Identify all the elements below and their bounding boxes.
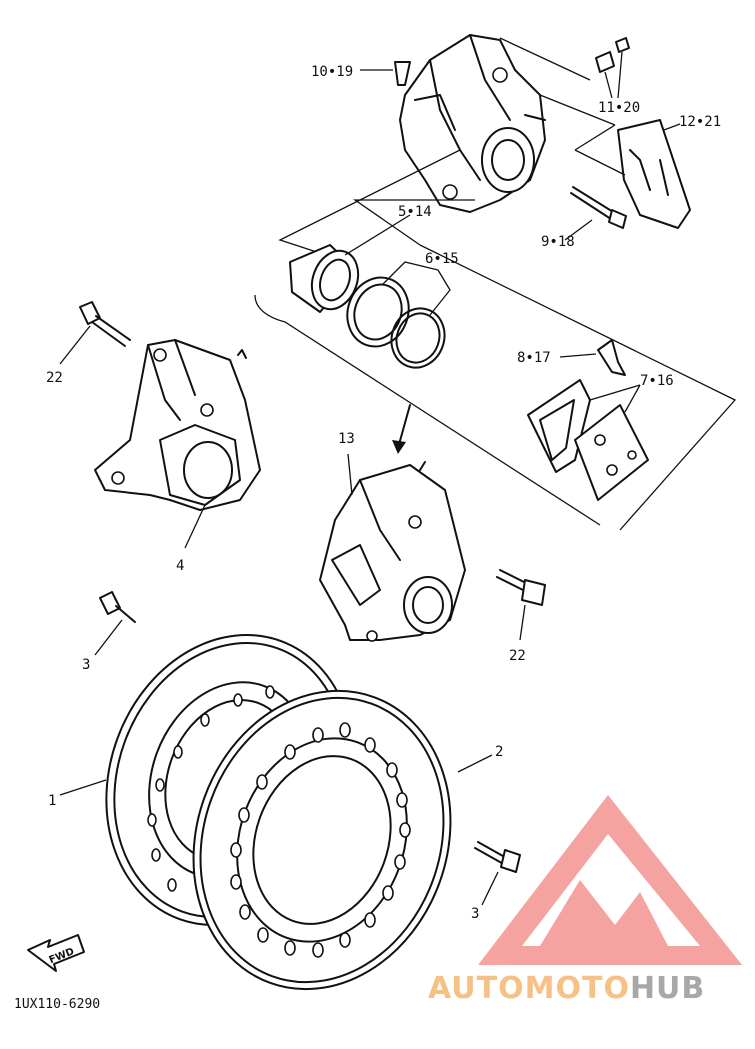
watermark-text: AUTOMOTOHUB <box>428 971 705 1006</box>
callout-3-right: 3 <box>471 906 479 922</box>
callout-11-20: 11•20 <box>598 100 640 116</box>
callout-6-15: 6•15 <box>425 251 459 267</box>
callout-22-left: 22 <box>46 370 63 386</box>
bleed-screw <box>595 37 630 99</box>
callout-22-right: 22 <box>509 648 526 664</box>
upper-caliper <box>399 34 546 213</box>
piston <box>289 214 411 313</box>
brake-disc-2 <box>192 689 493 991</box>
bolt-3-left <box>94 591 136 656</box>
callout-8-17: 8•17 <box>517 350 551 366</box>
callout-2: 2 <box>495 744 503 760</box>
disc-1-holes <box>147 685 275 892</box>
fwd-arrow: FWD <box>27 934 85 972</box>
brake-pads <box>527 379 649 501</box>
assembly-arrow <box>392 404 411 454</box>
callout-13: 13 <box>338 431 355 447</box>
callout-7-16: 7•16 <box>640 373 674 389</box>
callout-10-19: 10•19 <box>311 64 353 80</box>
watermark-part2: HUB <box>630 971 705 1006</box>
callout-12-21: 12•21 <box>679 114 721 130</box>
callout-4: 4 <box>176 558 184 574</box>
pad-spring <box>559 339 626 376</box>
watermark-logo <box>478 795 742 965</box>
clip-pin <box>360 61 411 86</box>
caliper-bolt-9 <box>564 186 627 241</box>
diagram-code: 1UX110-6290 <box>14 997 100 1012</box>
bolt-22-right <box>496 569 546 641</box>
callout-9-18: 9•18 <box>541 234 575 250</box>
disc-holes <box>230 722 411 958</box>
left-caliper <box>94 339 261 549</box>
assembled-caliper <box>319 453 466 642</box>
callout-3-left: 3 <box>82 657 90 673</box>
caliper-cover <box>617 119 691 229</box>
bolt-22-left <box>59 301 131 365</box>
callout-5-14: 5•14 <box>398 204 432 220</box>
callout-1: 1 <box>48 793 56 809</box>
piston-seals <box>346 261 451 369</box>
watermark-part1: AUTOMOTO <box>428 971 630 1006</box>
bolt-3-right <box>474 841 521 906</box>
